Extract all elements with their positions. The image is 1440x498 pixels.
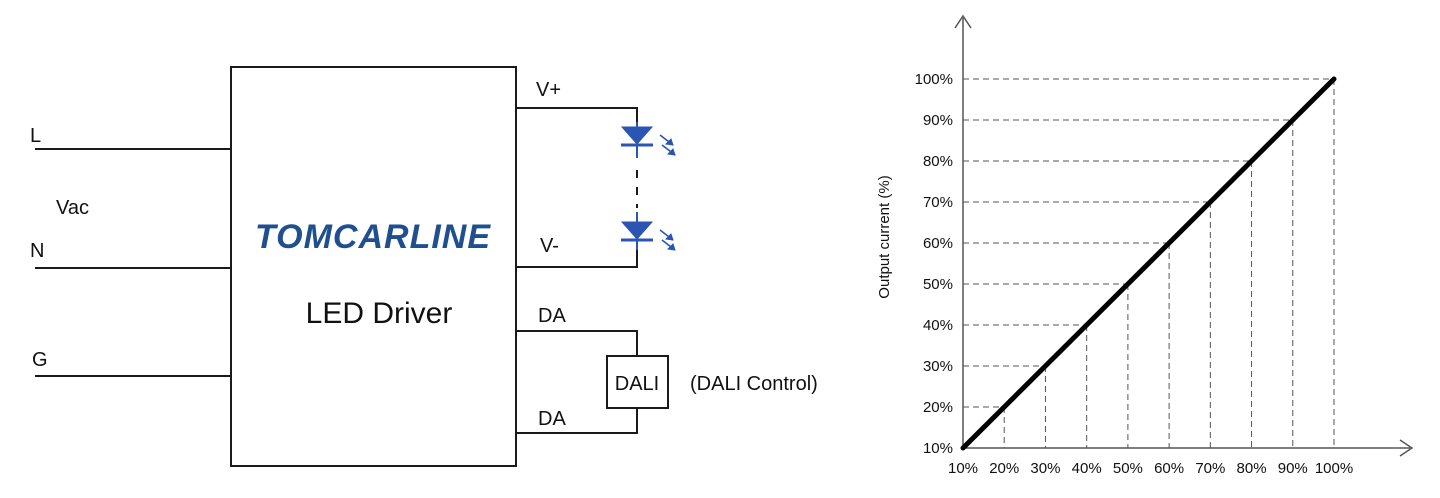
data-point	[1002, 404, 1007, 410]
dali-control-label: (DALI Control)	[690, 373, 818, 395]
label-v-plus: V+	[536, 79, 561, 101]
y-tick-label: 60%	[923, 235, 953, 252]
label-da-top: DA	[538, 305, 566, 327]
x-tick-label: 90%	[1278, 460, 1308, 477]
y-axis-label: Output current (%)	[876, 175, 893, 298]
data-point	[1290, 117, 1295, 123]
x-tick-label: 100%	[1315, 460, 1353, 477]
dali-box	[606, 355, 669, 409]
y-tick-label: 80%	[923, 153, 953, 170]
wiring-diagram: TOMCARLINE LED Driver L Vac N G V+ V-	[30, 66, 818, 467]
x-tick-label: 20%	[989, 460, 1019, 477]
x-tick-label: 60%	[1154, 460, 1184, 477]
wire-v-minus	[516, 250, 638, 268]
data-point	[1166, 240, 1172, 246]
data-point	[1084, 322, 1089, 328]
label-n: N	[30, 240, 44, 262]
data-point	[1331, 76, 1337, 82]
wire-v-plus	[516, 107, 638, 122]
series-line	[960, 76, 1337, 451]
label-l: L	[30, 125, 41, 147]
y-tick-label: 40%	[923, 317, 953, 334]
data-point	[1249, 158, 1254, 164]
data-point	[1208, 199, 1213, 205]
data-point	[1125, 281, 1131, 287]
chart-tick-labels: 10% 20% 30% 40% 50% 60% 70% 80% 90% 100% 10% 20% 30%…	[915, 71, 1354, 477]
led-2-icon	[620, 212, 676, 251]
chart-series	[960, 76, 1337, 451]
led-driver-box	[230, 66, 517, 467]
x-tick-label: 70%	[1195, 460, 1225, 477]
chart-grid-lines	[963, 78, 1335, 448]
wire-da-top	[516, 330, 638, 356]
x-tick-label: 30%	[1030, 460, 1060, 477]
data-point	[960, 445, 966, 451]
y-tick-label: 30%	[923, 358, 953, 375]
x-tick-label: 80%	[1237, 460, 1267, 477]
dali-box-label: DALI	[615, 373, 659, 395]
led-1-icon	[620, 122, 676, 158]
label-g: G	[32, 349, 48, 371]
y-axis-arrow-icon	[954, 14, 972, 29]
dimming-chart: 10% 20% 30% 40% 50% 60% 70% 80% 90% 100% 10% 20% 30%…	[876, 14, 1414, 477]
brand-logo: TOMCARLINE	[255, 218, 491, 256]
x-tick-label: 40%	[1072, 460, 1102, 477]
y-tick-label: 100%	[915, 71, 953, 88]
label-v-minus: V-	[540, 235, 559, 257]
y-tick-label: 70%	[923, 194, 953, 211]
wire-da-bottom	[516, 408, 638, 434]
y-tick-label: 20%	[923, 399, 953, 416]
label-vac: Vac	[56, 197, 89, 219]
data-point	[1043, 363, 1048, 369]
y-tick-label: 50%	[923, 276, 953, 293]
label-da-bottom: DA	[538, 408, 566, 430]
x-axis-arrow-icon	[1399, 439, 1414, 457]
y-tick-label: 10%	[923, 440, 953, 457]
y-tick-label: 90%	[923, 112, 953, 129]
x-tick-label: 10%	[948, 460, 978, 477]
x-tick-label: 50%	[1113, 460, 1143, 477]
driver-label: LED Driver	[306, 297, 453, 330]
